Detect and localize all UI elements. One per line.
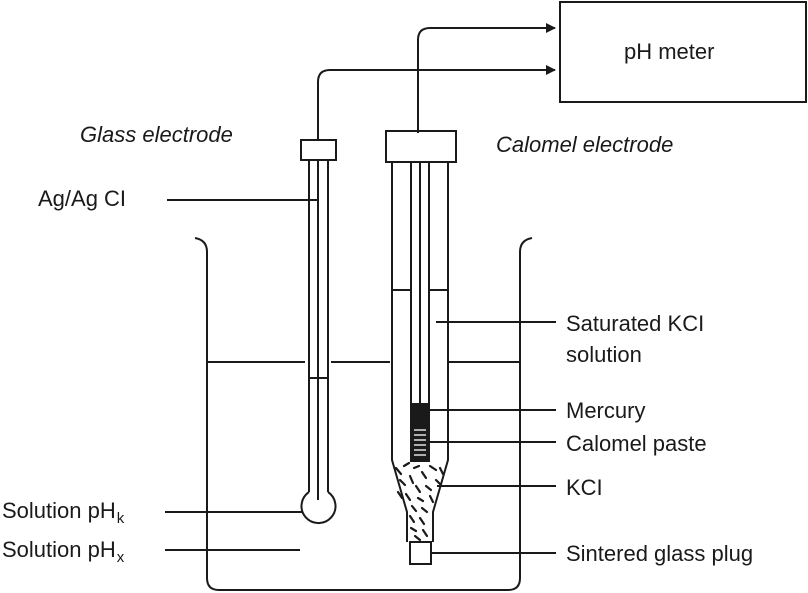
- solution-phx-label: Solution pHx: [2, 537, 125, 566]
- kcl-crystals: [394, 461, 445, 542]
- calomel-paste-label: Calomel paste: [566, 431, 707, 456]
- solution-phk-label: Solution pHk: [2, 498, 125, 527]
- calomel-electrode-cap: [385, 130, 457, 163]
- calomel-outer-tube: [391, 162, 408, 542]
- solution-phx-subscript: x: [116, 549, 125, 566]
- kcl-label: KCI: [566, 475, 603, 500]
- sintered-glass-plug-label: Sintered glass plug: [566, 541, 754, 566]
- ag-agcl-label: Ag/Ag CI: [38, 186, 127, 211]
- glass-electrode-label: Glass electrode: [80, 122, 233, 147]
- ph-meter-label: pH meter: [624, 39, 715, 64]
- calomel-electrode-label: Calomel electrode: [496, 132, 674, 157]
- sintered-glass-plug: [409, 541, 432, 565]
- calomel-paste-column: [411, 425, 429, 462]
- solution-phk-subscript: k: [116, 510, 125, 527]
- glass-wire: [317, 65, 556, 140]
- saturated-kcl-label-line2: solution: [566, 342, 642, 367]
- mercury-column: [411, 403, 429, 425]
- mercury-label: Mercury: [566, 398, 646, 423]
- glass-bulb: [300, 491, 337, 525]
- ph-meter-box: [559, 1, 807, 103]
- glass-electrode-cap: [300, 139, 337, 161]
- beaker: [194, 237, 533, 591]
- saturated-kcl-label: Saturated KCI: [566, 311, 705, 336]
- calomel-paste-texture: [414, 429, 426, 456]
- calomel-wire: [417, 23, 556, 133]
